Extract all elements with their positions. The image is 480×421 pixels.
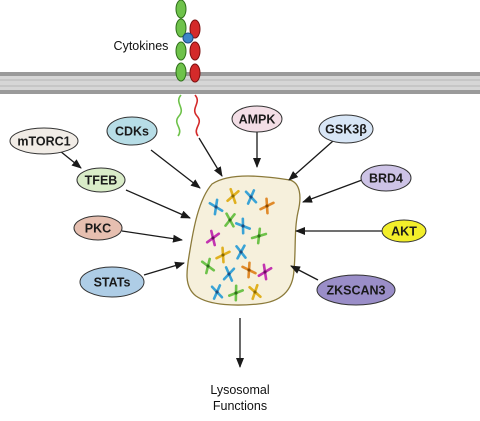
regulation-arrows: [59, 132, 382, 368]
node-akt-label: AKT: [391, 225, 417, 239]
arrow-brd4-to-nucleus: [302, 179, 363, 203]
arrow-tfeb-to-nucleus: [125, 189, 191, 219]
node-pkc-label: PKC: [85, 222, 111, 236]
nucleus: [186, 175, 301, 306]
node-ampk-label: AMPK: [239, 113, 276, 127]
arrow-stats-to-nucleus: [143, 261, 185, 276]
node-akt: AKT: [381, 219, 427, 243]
arrow-zkscan3-to-nucleus: [290, 265, 319, 281]
node-pkc: PKC: [73, 215, 123, 241]
node-cdks: CDKs: [106, 116, 158, 146]
arrow-pkc-to-nucleus: [121, 230, 183, 243]
node-gsk3b: GSK3β: [318, 114, 374, 144]
node-stats-label: STATs: [94, 276, 131, 290]
node-tfeb-label: TFEB: [85, 174, 118, 188]
node-stats: STATs: [79, 266, 145, 298]
node-brd4: BRD4: [360, 164, 412, 192]
node-tfeb: TFEB: [76, 167, 126, 193]
cytokines-label: Cytokines: [114, 39, 169, 53]
node-mtorc1: mTORC1: [9, 127, 79, 155]
node-zkscan3: ZKSCAN3: [316, 274, 396, 306]
node-cdks-label: CDKs: [115, 125, 149, 139]
chromosome-icons: [200, 187, 275, 302]
cytokine-receptor-icon: [175, 0, 201, 137]
node-ampk: AMPK: [231, 105, 283, 133]
cell-membrane: [0, 72, 480, 94]
node-zkscan3-label: ZKSCAN3: [326, 284, 385, 298]
arrow-mtorc1-to-tfeb: [59, 150, 82, 169]
arrow-cdks-to-nucleus: [150, 149, 201, 189]
lysosomal-functions-line2: Functions: [213, 399, 267, 413]
node-brd4-label: BRD4: [369, 172, 403, 186]
node-mtorc1-label: mTORC1: [17, 135, 70, 149]
node-gsk3b-label: GSK3β: [325, 123, 367, 137]
arrow-gsk3b-to-nucleus: [288, 140, 334, 181]
arrow-cytokine-signal-to-nucleus: [198, 137, 223, 177]
lysosomal-functions-line1: Lysosomal: [210, 383, 269, 397]
lysosomal-functions-label: Lysosomal Functions: [210, 383, 269, 413]
